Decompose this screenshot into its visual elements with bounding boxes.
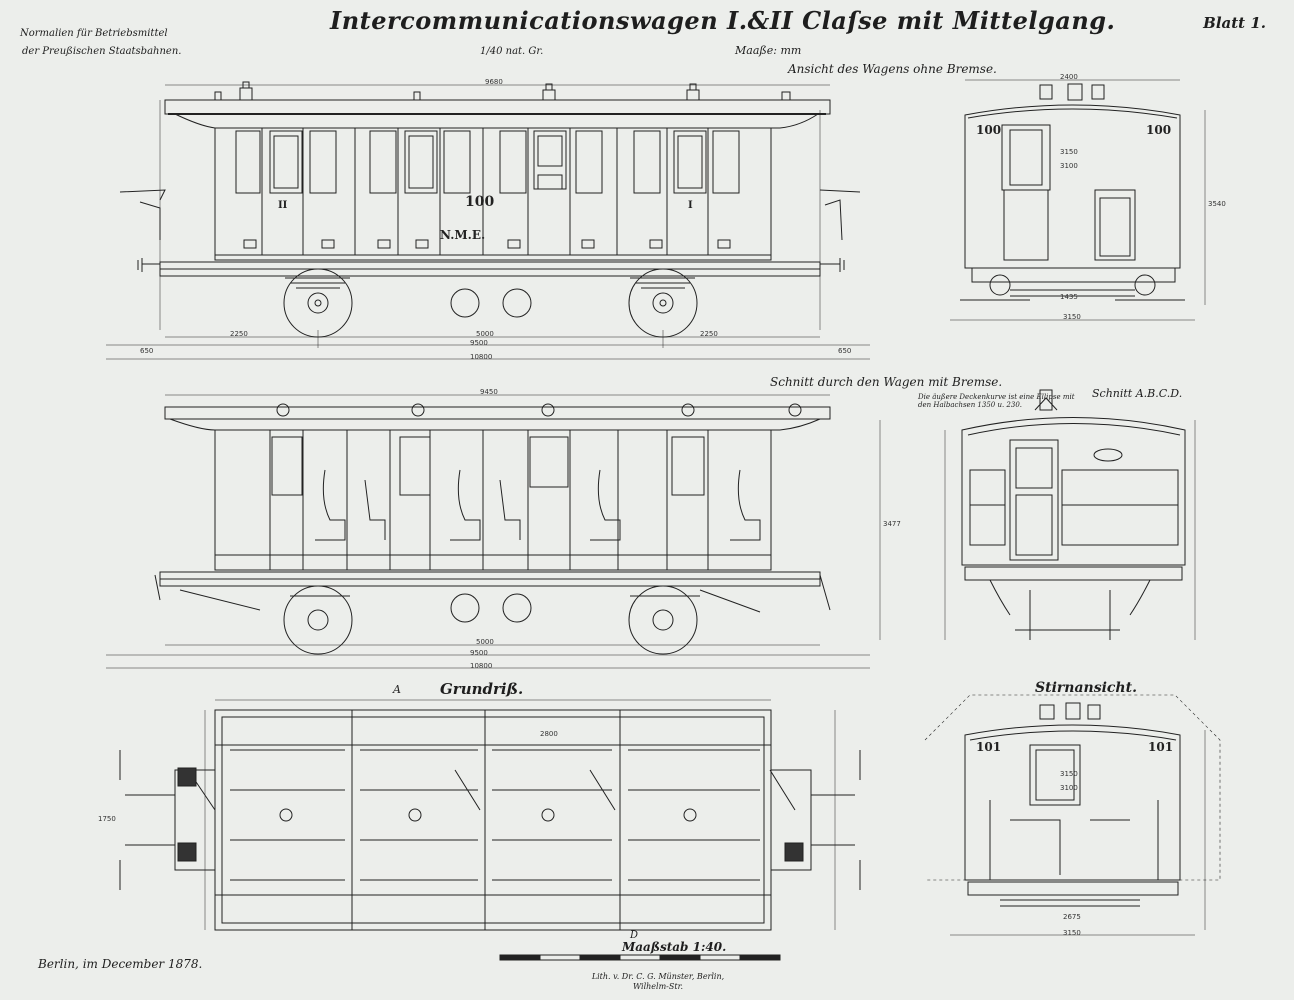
cross-section-note: Die äußere Deckenkurve ist eine Ellipse …	[918, 393, 1075, 409]
end-elevation-2-drawing	[924, 694, 1221, 936]
plan-drawing	[119, 699, 861, 931]
dim-body-length: 9450	[480, 388, 498, 396]
side-elevation-drawing	[106, 81, 870, 360]
dim-axle-offset-right: 2250	[700, 330, 718, 338]
dim-door-height: 3100	[1060, 162, 1078, 170]
longitudinal-section-title: Schnitt durch den Wagen mit Bremse.	[770, 375, 1003, 389]
dim-end-overhang-right: 650	[838, 347, 852, 355]
sheet-number: Blatt 1.	[1203, 14, 1266, 32]
scale-bar-title: Maaßstab 1:40.	[622, 940, 727, 954]
end-number-2-right: 101	[1148, 740, 1174, 754]
dim-wheelbase: 5000	[476, 330, 494, 338]
dim-plan-inner-width: 1750	[98, 815, 116, 823]
end-number-right: 100	[1146, 123, 1172, 137]
end-view-title: Stirnansicht.	[1035, 680, 1137, 696]
cross-section-drawing	[944, 389, 1196, 640]
scale-bar	[499, 954, 781, 961]
dim-track-gauge: 1435	[1060, 293, 1078, 301]
dim-wheelbase-2: 5000	[476, 638, 494, 646]
end-elevation-drawing	[950, 79, 1206, 321]
printer-credit: Lith. v. Dr. C. G. Münster, Berlin, Wilh…	[591, 972, 725, 991]
end-number-2-left: 101	[976, 740, 1002, 754]
dim-axle-offset-left: 2250	[230, 330, 248, 338]
dim-end-height: 3540	[1208, 200, 1226, 208]
dim-plan-width: 2800	[540, 730, 558, 738]
side-elevation-title: Ansicht des Wagens ohne Bremse.	[788, 62, 997, 76]
class-mark-right: I	[688, 200, 693, 211]
dim-end-base-2: 3150	[1063, 929, 1081, 937]
dim-window-height: 3150	[1060, 148, 1078, 156]
origin-line-1: Normalien für Betriebsmittel	[20, 28, 168, 39]
railway-mark: N.M.E.	[440, 228, 486, 242]
units-note: Maaße: mm	[735, 44, 802, 57]
class-mark-left: II	[278, 200, 288, 211]
drawing-title: Intercommunicationswagen I.&II Claſse mi…	[330, 6, 1116, 35]
dim-window-height-2: 3150	[1060, 770, 1078, 778]
dim-section-height: 3477	[883, 520, 901, 528]
section-mark-a: A	[393, 683, 401, 696]
dim-buffer-length: 9500	[470, 339, 488, 347]
origin-line-2: der Preußischen Staatsbahnen.	[22, 46, 182, 57]
longitudinal-section-drawing	[106, 394, 881, 669]
dim-roof-length: 9680	[485, 78, 503, 86]
place-date: Berlin, im December 1878.	[38, 957, 203, 971]
dim-end-base: 3150	[1063, 313, 1081, 321]
dim-overall-length-2: 10800	[470, 662, 493, 670]
cross-section-title: Schnitt A.B.C.D.	[1092, 387, 1183, 400]
plan-title: Grundriß.	[440, 680, 524, 698]
dim-end-footboard: 2675	[1063, 913, 1081, 921]
dim-end-width: 2400	[1060, 73, 1078, 81]
dim-end-overhang-left: 650	[140, 347, 154, 355]
end-number-left: 100	[976, 123, 1002, 137]
dim-overall-length: 10800	[470, 353, 493, 361]
dim-buffer-length-2: 9500	[470, 649, 488, 657]
section-mark-d: D	[630, 930, 639, 941]
scale-note: 1/40 nat. Gr.	[480, 46, 544, 57]
coach-number: 100	[465, 194, 495, 210]
dim-door-height-2: 3100	[1060, 784, 1078, 792]
